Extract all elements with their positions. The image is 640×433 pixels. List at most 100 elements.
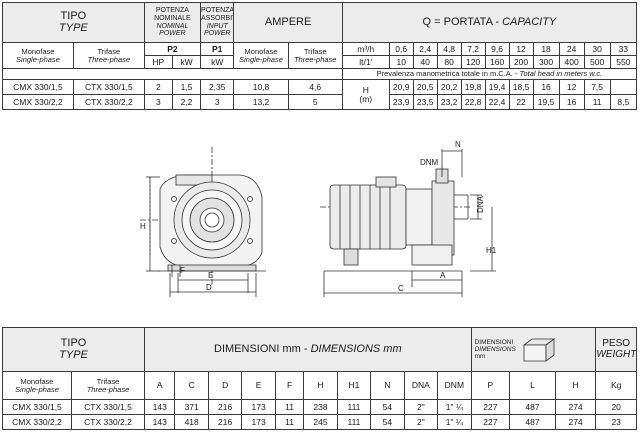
table-cell: 3 bbox=[143, 94, 173, 110]
q-m3h-4: 9,6 bbox=[484, 42, 510, 56]
q-lt-8: 500 bbox=[583, 55, 611, 69]
table-cell: 22,4 bbox=[484, 94, 510, 110]
table-cell: 12 bbox=[558, 79, 585, 95]
q-m3h-0: 0,6 bbox=[388, 42, 414, 56]
dim-h1: H1 bbox=[486, 246, 497, 255]
table-cell: 371 bbox=[174, 399, 209, 415]
table-cell: 54 bbox=[370, 399, 405, 415]
q-m3h-5: 12 bbox=[508, 42, 534, 56]
table-cell: 1" ¼ bbox=[437, 414, 472, 430]
q-lt-4: 160 bbox=[484, 55, 510, 69]
box-icon bbox=[522, 337, 556, 362]
kw2-header: kW bbox=[200, 55, 235, 69]
table-cell: 20,5 bbox=[412, 79, 438, 95]
col-dnm: DNM bbox=[437, 371, 472, 400]
q-m3h-7: 24 bbox=[558, 42, 585, 56]
table-cell: 2" bbox=[403, 414, 439, 430]
table-cell: 23,5 bbox=[412, 94, 438, 110]
table-cell: 227 bbox=[470, 399, 511, 415]
table-cell: 23,2 bbox=[436, 94, 462, 110]
q-m3h-1: 2,4 bbox=[412, 42, 438, 56]
table-cell: 10,8 bbox=[233, 79, 289, 95]
tipo-header-bottom: TIPO TYPE bbox=[1, 327, 146, 372]
dim-c: C bbox=[398, 284, 404, 293]
q-lt-0: 10 bbox=[388, 55, 414, 69]
table-cell: 23,9 bbox=[388, 94, 414, 110]
q-lt-1: 40 bbox=[412, 55, 438, 69]
dim-a: A bbox=[440, 271, 446, 280]
table-cell: 23 bbox=[595, 414, 637, 430]
q-m3h-2: 4,8 bbox=[436, 42, 462, 56]
table-cell: 487 bbox=[509, 414, 556, 430]
table-cell: CTX 330/1,5 bbox=[72, 79, 145, 95]
col-p: P bbox=[470, 371, 511, 400]
pump-dimension-drawing: H E D F DNM N DN bbox=[140, 140, 497, 297]
table-cell: 2 bbox=[143, 79, 173, 95]
table-cell: 245 bbox=[303, 414, 338, 430]
table-cell: 54 bbox=[370, 414, 405, 430]
col-c: C bbox=[174, 371, 209, 400]
p1-header: P1 bbox=[200, 42, 235, 56]
side-view: DNM N DNA H1 A C bbox=[320, 140, 497, 297]
col-kg: Kg bbox=[595, 371, 637, 400]
table-row: CMX 330/2,2 CTX 330/2,2 3 2,2 3 13,2 5 2… bbox=[2, 94, 638, 110]
table-cell bbox=[609, 79, 638, 95]
table-cell: CMX 330/2,2 bbox=[2, 94, 74, 110]
table-cell: 274 bbox=[554, 414, 597, 430]
table-cell: 16 bbox=[558, 94, 585, 110]
table-cell: 3 bbox=[200, 94, 235, 110]
table-cell bbox=[2, 68, 343, 80]
col-d: D bbox=[207, 371, 243, 400]
col-h: H bbox=[303, 371, 338, 400]
table-cell: 2" bbox=[403, 399, 439, 415]
table-row: CMX 330/1,5 CTX 330/1,5 143 371 216 173 … bbox=[2, 399, 637, 415]
table-cell: 7,5 bbox=[583, 79, 611, 95]
table-cell: 19,8 bbox=[460, 79, 486, 95]
col-dna: DNA bbox=[403, 371, 439, 400]
dim-f: F bbox=[180, 266, 185, 275]
q-lt-9: 550 bbox=[609, 55, 638, 69]
performance-table: TIPO TYPE POTENZA NOMINALE NOMINAL POWER… bbox=[2, 2, 638, 110]
table-cell: 2,35 bbox=[200, 79, 235, 95]
lt-label: lt/1' bbox=[341, 55, 390, 69]
table-cell: 13,2 bbox=[233, 94, 289, 110]
q-lt-3: 120 bbox=[460, 55, 486, 69]
table-cell: CMX 330/1,5 bbox=[2, 399, 72, 415]
front-view: H E D F bbox=[140, 147, 266, 297]
m3h-label: m³/h bbox=[341, 42, 390, 56]
dim-d: D bbox=[206, 283, 212, 292]
table-cell: CTX 330/2,2 bbox=[70, 414, 146, 430]
col-f: F bbox=[274, 371, 305, 400]
table-cell: 16 bbox=[532, 79, 560, 95]
table-cell: 20 bbox=[595, 399, 637, 415]
packaging-dimensions-header: DIMENSIONI DIMENSIONS mm bbox=[470, 327, 597, 372]
nominal-power-header: POTENZA NOMINALE NOMINAL POWER bbox=[143, 2, 202, 43]
table-cell: 111 bbox=[336, 399, 372, 415]
table-row: CMX 330/1,5 CTX 330/1,5 2 1,5 2,35 10,8 … bbox=[2, 79, 638, 110]
table-cell: 2,2 bbox=[171, 94, 202, 110]
col-h-pack: H bbox=[554, 371, 597, 400]
head-label: H(m) bbox=[341, 79, 390, 110]
table-cell: 487 bbox=[509, 399, 556, 415]
table-cell: 143 bbox=[144, 414, 176, 430]
q-lt-7: 400 bbox=[558, 55, 585, 69]
table-cell: 274 bbox=[554, 399, 597, 415]
table-row: CMX 330/2,2 CTX 330/2,2 143 418 216 173 … bbox=[2, 414, 637, 430]
table-cell: 11 bbox=[274, 414, 305, 430]
table-cell: 4,6 bbox=[287, 79, 343, 95]
capacity-header: Q = PORTATA - CAPACITY bbox=[341, 2, 638, 43]
ampere-header: AMPERE bbox=[233, 2, 343, 43]
dim-e: E bbox=[208, 271, 213, 280]
dim-dna: DNA bbox=[476, 195, 485, 213]
table-cell: 8,5 bbox=[609, 94, 638, 110]
input-power-header: POTENZA ASSORBITA INPUT POWER bbox=[200, 2, 235, 43]
table-cell: 20,2 bbox=[436, 79, 462, 95]
table-cell: 19,4 bbox=[484, 79, 510, 95]
table-cell: 20,9 bbox=[388, 79, 414, 95]
col-a: A bbox=[144, 371, 176, 400]
